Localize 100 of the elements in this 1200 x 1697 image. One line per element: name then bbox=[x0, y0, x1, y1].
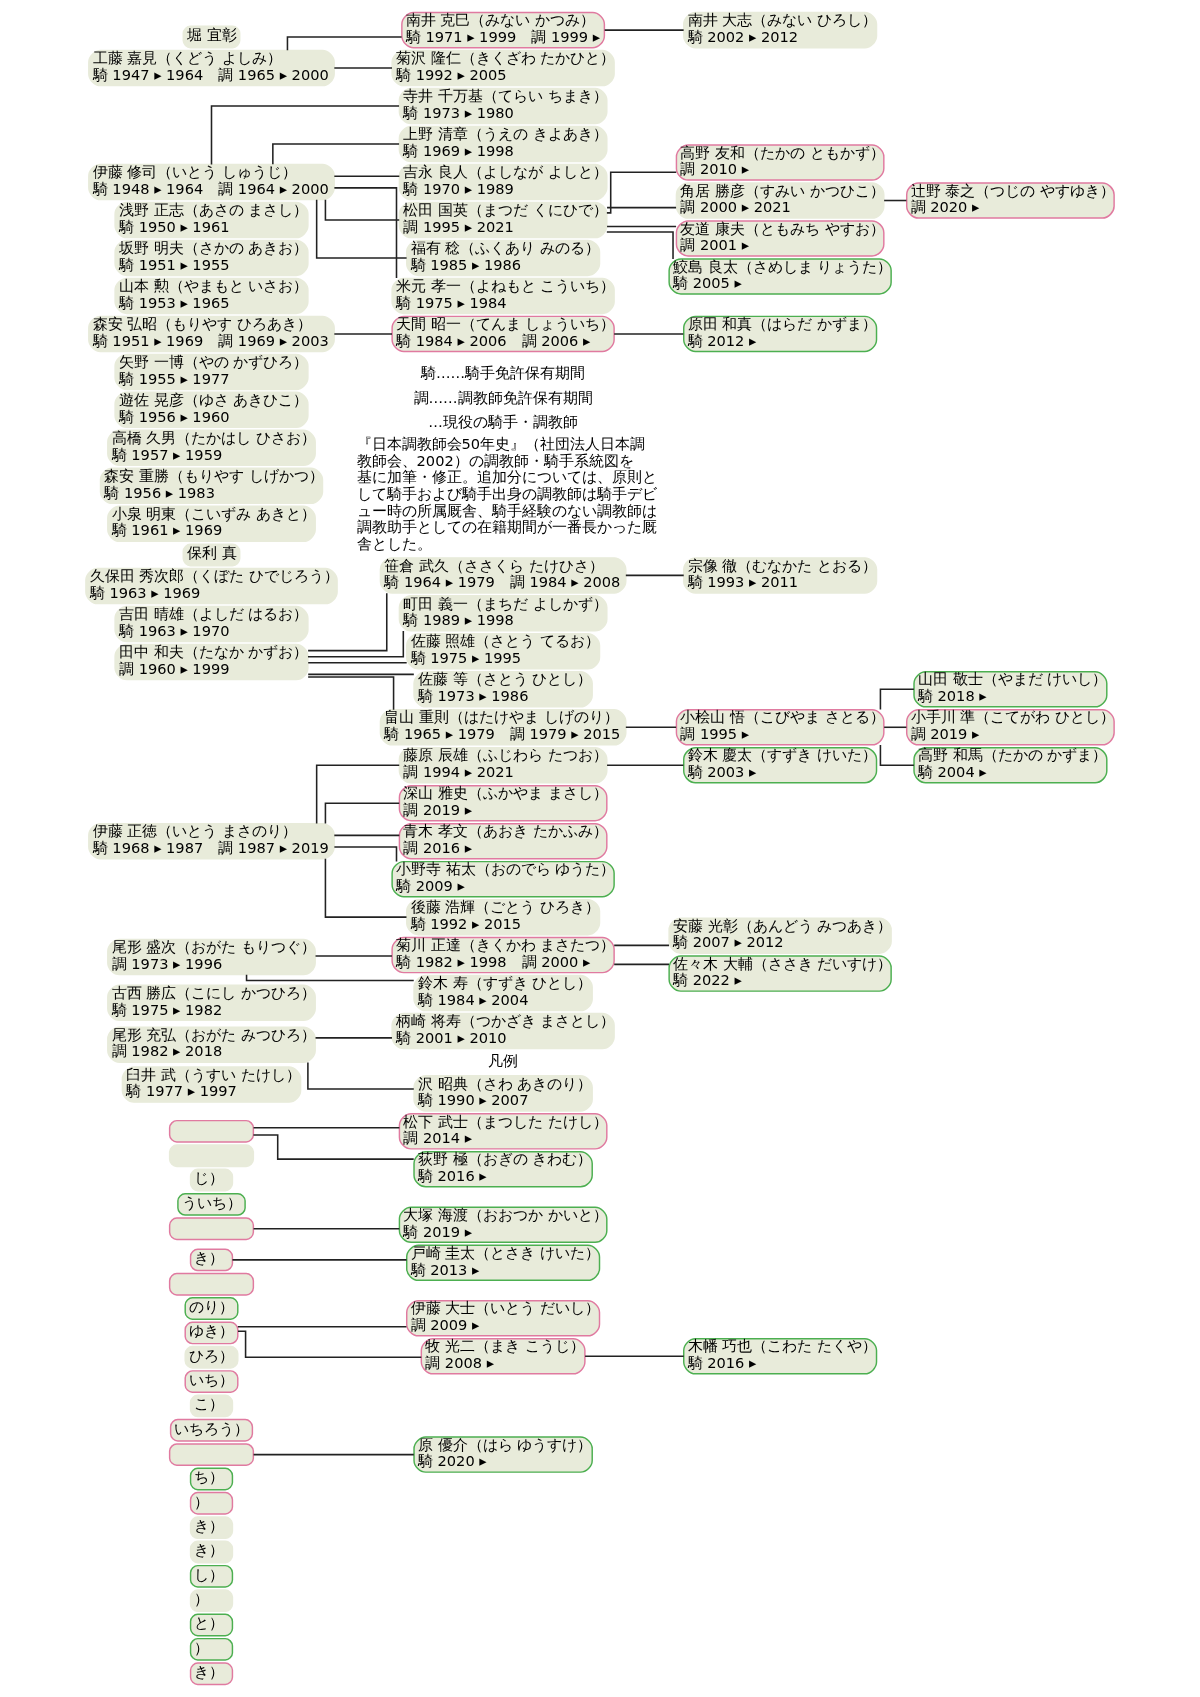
node-box: 木幡 巧也（こわた たくや） 騎 2016 ▸ bbox=[683, 1338, 878, 1375]
node-box: 松田 国英（まつだ くにひで） 調 1995 ▸ 2021 bbox=[398, 201, 608, 239]
node-box: 工藤 嘉見（くどう よしみ） 騎 1947 ▸ 1964 調 1965 ▸ 2000 bbox=[88, 49, 335, 87]
label: 凡例 bbox=[488, 1051, 519, 1069]
connector bbox=[252, 1453, 415, 1456]
node-box: き） bbox=[189, 1662, 234, 1686]
node-box: き） bbox=[189, 1248, 234, 1272]
node-box bbox=[168, 1217, 255, 1241]
connector bbox=[252, 1127, 401, 1129]
node-box: 坂野 明夫（さかの あきお） 騎 1951 ▸ 1955 bbox=[114, 239, 309, 277]
node-box: き） bbox=[189, 1516, 234, 1540]
node-box: 古西 勝広（こにし かつひろ） 騎 1975 ▸ 1982 bbox=[107, 984, 316, 1022]
node-box: 原田 和真（はらだ かずま） 騎 2012 ▸ bbox=[683, 315, 878, 353]
node-box: き） bbox=[189, 1540, 234, 1564]
connector bbox=[307, 592, 388, 652]
node-box: 牧 光二（まき こうじ） 調 2008 ▸ bbox=[420, 1338, 586, 1375]
connector bbox=[883, 199, 908, 202]
node-box: 森安 弘昭（もりやす ひろあき） 騎 1951 ▸ 1969 調 1969 ▸ 2003 bbox=[88, 315, 335, 353]
node-box: 米元 孝一（よねもと こういち） 騎 1975 ▸ 1984 bbox=[391, 277, 615, 315]
connector bbox=[324, 802, 400, 825]
node-box: 小桧山 悟（こびやま さとる） 調 1995 ▸ bbox=[675, 709, 885, 746]
connector bbox=[883, 726, 908, 729]
connector bbox=[613, 333, 685, 335]
node-box bbox=[168, 1272, 255, 1296]
node-box bbox=[168, 1119, 255, 1143]
node-box: 安藤 光彰（あんどう みつあき） 騎 2007 ▸ 2012 bbox=[668, 917, 892, 954]
node-box: 福有 稔（ふくあり みのる） 騎 1985 ▸ 1986 bbox=[406, 239, 601, 277]
connector bbox=[333, 834, 401, 837]
connector bbox=[307, 676, 395, 711]
connector bbox=[606, 231, 674, 260]
node-box: 南井 克巳（みない かつみ） 騎 1971 ▸ 1999 調 1999 ▸ bbox=[401, 11, 606, 49]
node-box: 吉永 良人（よしなが よしと） 騎 1970 ▸ 1989 bbox=[398, 163, 608, 201]
node-box: ） bbox=[189, 1491, 234, 1515]
node-box: 原 優介（はら ゆうすけ） 騎 2020 ▸ bbox=[413, 1436, 593, 1473]
node-box: 尾形 盛次（おがた もりつぐ） 調 1973 ▸ 1996 bbox=[107, 938, 316, 976]
node-box: こ） bbox=[189, 1394, 234, 1418]
connector bbox=[324, 858, 408, 918]
node-box: 高野 和馬（たかの かずま） 騎 2004 ▸ bbox=[913, 747, 1108, 784]
connector bbox=[333, 67, 393, 69]
node-box: 矢野 一博（やの かずひろ） 騎 1955 ▸ 1977 bbox=[114, 353, 309, 391]
legend-label: 調……調教師免許保有期間 bbox=[413, 388, 593, 406]
node-box: いち） bbox=[184, 1370, 239, 1394]
legend-label: …現役の騎手・調教師 bbox=[428, 412, 578, 430]
node-box: 山田 敬士（やまだ けいし） 騎 2018 ▸ bbox=[913, 671, 1108, 708]
node-box: と） bbox=[189, 1613, 234, 1637]
node-box: 小野寺 祐太（おのでら ゆうた） 騎 2009 ▸ bbox=[391, 860, 615, 898]
node-box: のり） bbox=[184, 1297, 239, 1320]
connector bbox=[333, 333, 393, 335]
connector bbox=[606, 171, 677, 214]
node-box: 鮫島 良太（さめしま りょうた） 騎 2005 ▸ bbox=[668, 258, 892, 295]
node-box: 佐藤 照雄（さとう てるお） 騎 1975 ▸ 1995 bbox=[406, 633, 601, 670]
connector bbox=[324, 198, 400, 221]
connector bbox=[333, 846, 398, 863]
node-box: 小手川 準（こてがわ ひとし） 調 2019 ▸ bbox=[906, 709, 1115, 746]
node-box: 鈴木 慶太（すずき けいた） 騎 2003 ▸ bbox=[683, 747, 878, 784]
legend-label: 騎……騎手免許保有期間 bbox=[421, 364, 586, 382]
node-box: 松下 武士（まつした たけし） 調 2014 ▸ bbox=[398, 1113, 608, 1150]
connector bbox=[606, 206, 677, 209]
node-box: 保利 真 bbox=[182, 543, 241, 567]
node-box: し） bbox=[189, 1564, 234, 1588]
node-box: 笹倉 武久（ささくら たけひさ） 騎 1964 ▸ 1979 調 1984 ▸ 2008 bbox=[379, 557, 627, 594]
node-box: 菊川 正達（きくかわ まさたつ） 騎 1982 ▸ 1998 調 2000 ▸ bbox=[391, 936, 615, 974]
connector bbox=[237, 1325, 408, 1328]
node-box: いちろう） bbox=[169, 1418, 254, 1442]
node-box: じ） bbox=[189, 1168, 234, 1192]
node-box: 上野 清章（うえの きよあき） 騎 1969 ▸ 1998 bbox=[398, 125, 608, 163]
node-box: ゆき） bbox=[184, 1321, 239, 1345]
connector bbox=[210, 105, 400, 166]
node-box: 伊藤 大士（いとう だいし） 調 2009 ▸ bbox=[406, 1300, 601, 1337]
node-box: 宗像 徹（むなかた とおる） 騎 1993 ▸ 2011 bbox=[683, 557, 878, 594]
node-box bbox=[168, 1144, 255, 1168]
node-box: 高野 友和（たかの ともかず） 調 2010 ▸ bbox=[675, 144, 885, 181]
node-box: ） bbox=[189, 1589, 234, 1613]
node-box: 佐藤 等（さとう ひとし） 騎 1973 ▸ 1986 bbox=[413, 671, 593, 708]
node-box: ひろ） bbox=[184, 1345, 239, 1369]
connector bbox=[307, 630, 405, 658]
node-box: 町田 義一（まちだ よしかず） 騎 1989 ▸ 1998 bbox=[398, 595, 608, 632]
connector bbox=[314, 1037, 393, 1039]
node-box: 高橋 久男（たかはし ひさお） 騎 1957 ▸ 1959 bbox=[107, 429, 316, 467]
connector bbox=[252, 1134, 415, 1160]
connector bbox=[606, 225, 677, 228]
node-box: 臼井 武（うすい たけし） 騎 1977 ▸ 1997 bbox=[121, 1066, 302, 1103]
node-box: ） bbox=[189, 1637, 234, 1661]
connector bbox=[314, 955, 393, 957]
node-box: 伊藤 正徳（いとう まさのり） 騎 1968 ▸ 1987 調 1987 ▸ 2019 bbox=[88, 822, 335, 860]
connector bbox=[613, 944, 670, 947]
node-box: 寺井 千万基（てらい ちまき） 騎 1973 ▸ 1980 bbox=[398, 87, 608, 125]
node-box: 佐々木 大輔（ささき だいすけ） 騎 2022 ▸ bbox=[668, 955, 892, 992]
node-box: 畠山 重則（はたけやま しげのり） 騎 1965 ▸ 1979 調 1979 ▸ 2015 bbox=[379, 709, 627, 746]
node-box: 深山 雅史（ふかやま まさし） 調 2019 ▸ bbox=[398, 784, 608, 822]
connector bbox=[307, 673, 415, 676]
node-box: 森安 重勝（もりやす しげかつ） 騎 1956 ▸ 1983 bbox=[99, 467, 324, 505]
node-box: 大塚 海渡（おおつか かいと） 騎 2019 ▸ bbox=[398, 1206, 608, 1244]
node-box: 角居 勝彦（すみい かつひこ） 調 2000 ▸ 2021 bbox=[675, 182, 885, 219]
node-box: 浅野 正志（あさの まさし） 騎 1950 ▸ 1961 bbox=[114, 201, 309, 239]
connector bbox=[613, 963, 670, 966]
connector bbox=[315, 764, 401, 825]
connector bbox=[606, 764, 685, 767]
connector bbox=[879, 688, 915, 711]
node-box: 辻野 泰之（つじの やすゆき） 調 2020 ▸ bbox=[906, 182, 1115, 219]
